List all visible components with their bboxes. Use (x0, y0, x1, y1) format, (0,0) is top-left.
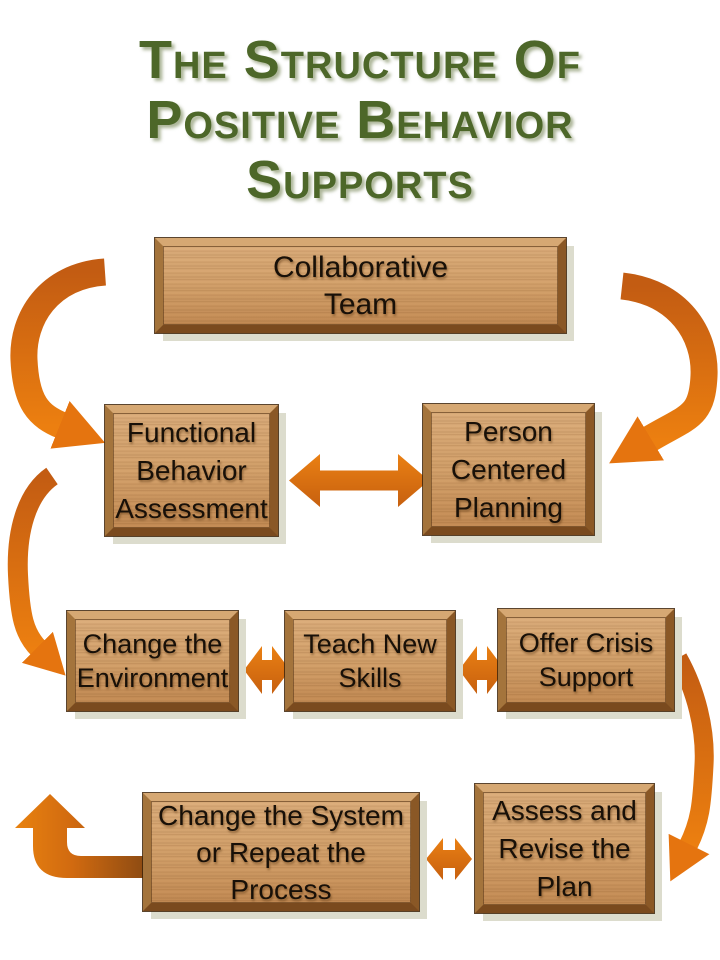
page-title: The Structure Of Positive Behavior Suppo… (0, 30, 720, 210)
arrow-fba-to-environment (7, 467, 66, 676)
node-person-centered-planning-label: Person Centered Planning (450, 415, 567, 523)
arrow-env-skills-double (244, 646, 290, 694)
node-functional-behavior-assessment-label: Functional Behavior Assessment (115, 416, 268, 524)
node-functional-behavior-assessment: Functional Behavior Assessment (105, 405, 278, 536)
page-title-line-3: Supports (246, 150, 474, 210)
arrow-skills-crisis-double (459, 646, 505, 694)
node-offer-crisis-support-label: Offer Crisis Support (518, 628, 654, 692)
node-teach-new-skills: Teach New Skills (285, 611, 455, 711)
node-change-the-environment-label: Change the Environment (76, 629, 229, 693)
node-collaborative-team-label: Collaborative Team (272, 250, 449, 321)
node-teach-new-skills-label: Teach New Skills (303, 629, 437, 693)
node-change-the-environment: Change the Environment (67, 611, 238, 711)
arrow-assess-system-double (426, 838, 472, 880)
arrow-collab-to-pcp (609, 272, 718, 464)
page-title-line-1: The Structure Of (139, 30, 581, 90)
arrow-collab-to-fba (10, 258, 107, 449)
node-offer-crisis-support: Offer Crisis Support (498, 609, 674, 711)
arrow-repeat-loop (15, 794, 143, 878)
arrow-crisis-to-assess (668, 653, 714, 882)
node-change-the-system: Change the System or Repeat the Process (143, 793, 419, 911)
node-collaborative-team: Collaborative Team (155, 238, 566, 333)
node-assess-and-revise: Assess and Revise the Plan (475, 784, 654, 913)
page-title-line-2: Positive Behavior (146, 90, 574, 150)
node-person-centered-planning: Person Centered Planning (423, 404, 594, 535)
node-change-the-system-label: Change the System or Repeat the Process (158, 799, 404, 905)
arrow-fba-pcp-double (289, 454, 429, 507)
node-assess-and-revise-label: Assess and Revise the Plan (492, 794, 637, 902)
